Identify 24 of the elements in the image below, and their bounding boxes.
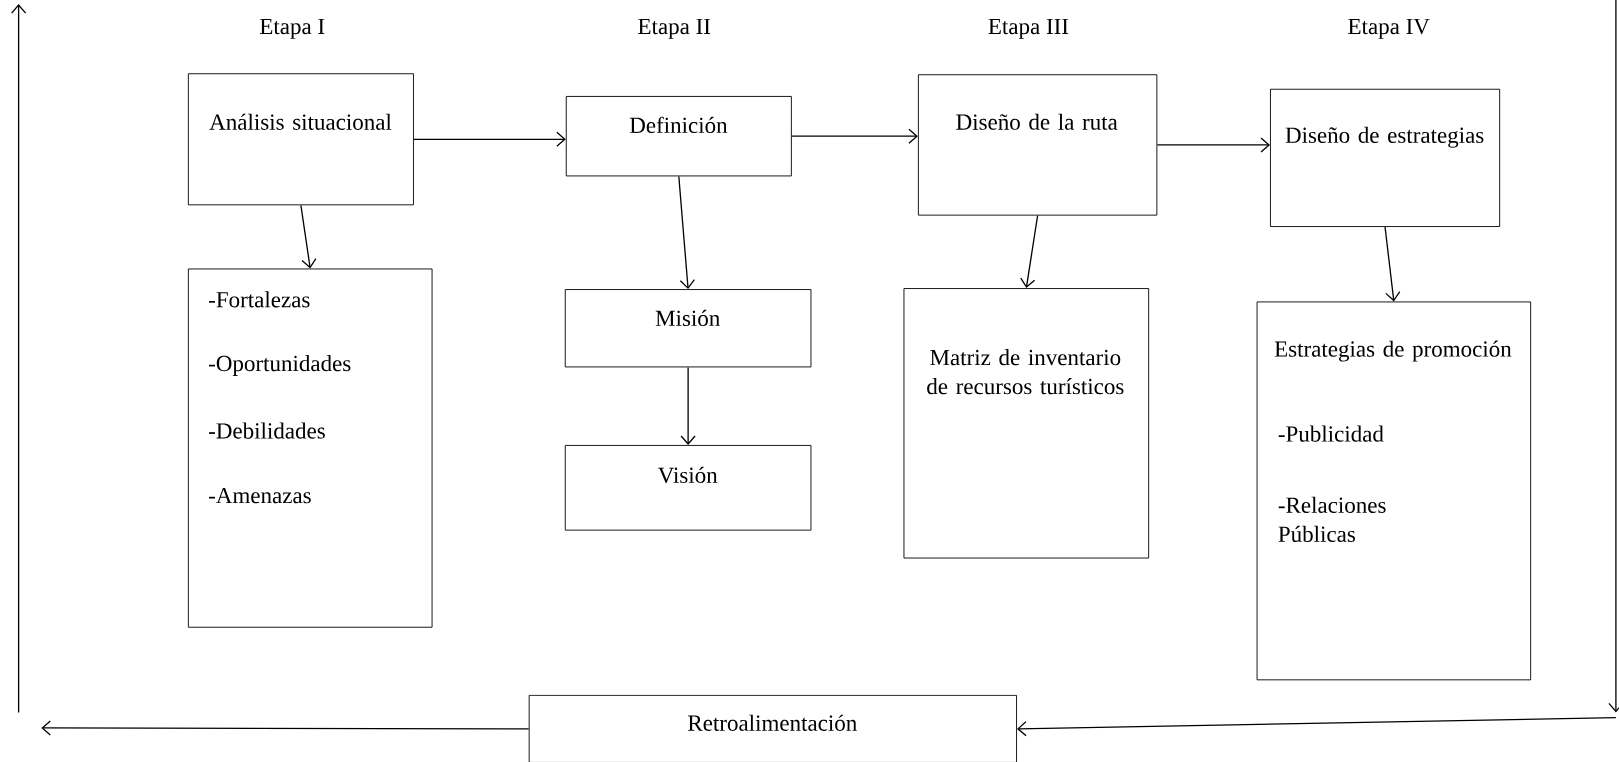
process-box: Definición [565, 96, 792, 177]
stage-heading: Etapa IV [1348, 18, 1430, 39]
process-box: -Fortalezas -Oportunidades -Debilidades -Amenazas [187, 268, 433, 628]
arrow [791, 128, 918, 144]
arrow [678, 175, 695, 290]
process-box: Diseño de estrategias [1270, 88, 1501, 227]
arrow [680, 366, 696, 445]
arrow [1156, 137, 1270, 153]
stage-heading: Etapa I [260, 18, 325, 39]
process-box: Análisis situacional [187, 73, 414, 206]
arrow [1384, 226, 1401, 302]
process-box: Estrategias de promoción -Publicidad -Relaciones Públicas [1256, 301, 1532, 681]
stage-heading: Etapa II [638, 18, 711, 39]
process-box: Visión [564, 445, 812, 531]
process-box: Retroalimentación [528, 694, 1017, 762]
arrow [1020, 214, 1039, 289]
arrow [1017, 716, 1617, 737]
stage-heading: Etapa III [988, 18, 1069, 39]
process-box: Matriz de inventario de recursos turísticos [903, 288, 1150, 559]
arrow [413, 131, 566, 147]
process-box: Diseño de la ruta [917, 74, 1158, 216]
arrow [41, 720, 530, 736]
arrow [300, 204, 317, 269]
process-box: Misión [564, 289, 812, 368]
